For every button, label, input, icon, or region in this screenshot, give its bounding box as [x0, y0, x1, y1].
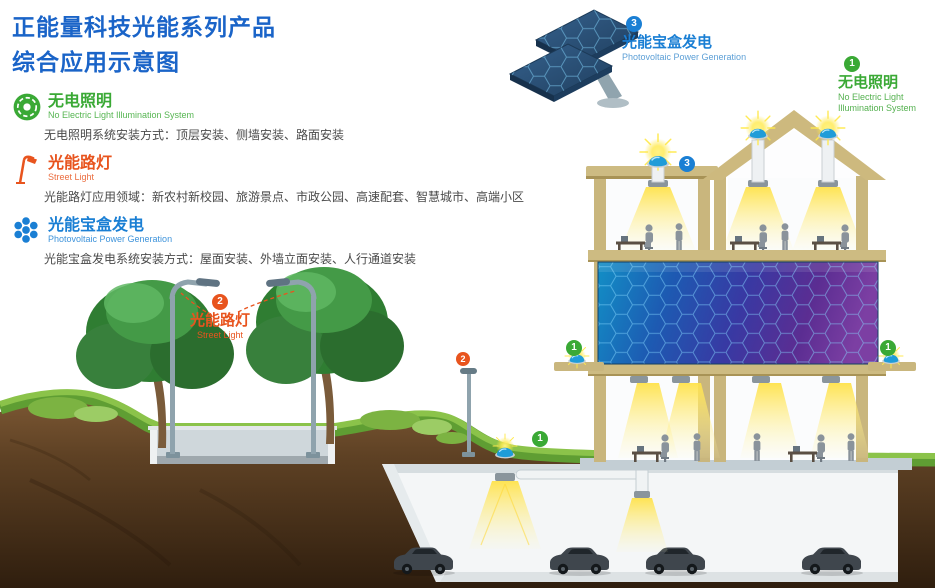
pathway-skylight [492, 433, 518, 460]
light-duct [515, 469, 649, 480]
marker-no-electric-left: 1 [566, 340, 582, 356]
sun-glow [740, 110, 776, 146]
street-callout-title: 光能路灯 [189, 312, 250, 329]
marker-no-electric-right: 1 [880, 340, 896, 356]
lower-slab [588, 364, 886, 376]
street-light [166, 278, 220, 458]
legend-head: 无电照明 No Electric Light Illumination Syst… [48, 93, 652, 121]
street-callout-subtitle: Street Light [196, 330, 244, 340]
bush [74, 406, 118, 422]
no-electric-light-icon [12, 92, 42, 122]
legend: 无电照明 No Electric Light Illumination Syst… [12, 92, 652, 278]
ceiling-light-fixture [630, 376, 648, 383]
foundation [580, 458, 912, 470]
bush [436, 432, 468, 444]
pv-callout-title: 光能宝盒发电 [622, 34, 713, 51]
page-title: 正能量科技光能系列产品 综合应用示意图 [12, 10, 276, 80]
callout-photovoltaic: 3 光能宝盒发电 Photovoltaic Power Generation [622, 16, 746, 63]
page-title-line1: 正能量科技光能系列产品 [12, 14, 276, 40]
legend-title: 光能路灯 [48, 155, 113, 172]
legend-description: 光能路灯应用领域：新农村新校园、旅游景点、市政公园、高速配套、智慧城市、高端小区 [44, 190, 525, 204]
ceiling-light-fixture [822, 376, 840, 383]
lamp-head [195, 278, 220, 287]
no-electric-number-badge: 1 [844, 56, 860, 72]
legend-title: 无电照明 [48, 93, 113, 110]
callout-street-light: 2 光能路灯 Street Light [172, 294, 268, 341]
no-electric-callout-subtitle1: No Electric Light [838, 92, 904, 102]
page-title-line2: 综合应用示意图 [12, 49, 180, 75]
leader-lines [180, 290, 296, 313]
light-tube [751, 139, 765, 183]
light-tube [821, 139, 835, 183]
ceiling-light-fixture [752, 376, 770, 383]
legend-item-photovoltaic: 光能宝盒发电 Photovoltaic Power Generation 光能宝… [12, 216, 652, 267]
legend-head: 光能宝盒发电 Photovoltaic Power Generation [48, 217, 652, 245]
ceiling-light-fixture [672, 376, 690, 383]
tunnel-skylight-system [469, 469, 668, 552]
light-cone [469, 481, 541, 549]
light-cone [722, 187, 794, 251]
bush [28, 397, 88, 419]
legend-description: 光能宝盒发电系统安装方式：屋面安装、外墙立面安装、人行通道安装 [44, 252, 417, 266]
light-cone [810, 383, 870, 458]
photovoltaic-icon [12, 216, 42, 246]
legend-subtitle: Street Light [48, 172, 95, 182]
pathway-light-pole [460, 368, 477, 457]
building [554, 110, 916, 470]
sun-glow [810, 110, 846, 146]
legend-subtitle: Photovoltaic Power Generation [48, 234, 173, 244]
gable-roof [702, 110, 886, 180]
no-electric-callout-title: 无电照明 [838, 74, 899, 91]
legend-item-street-light: 光能路灯 Street Light 光能路灯应用领域：新农村新校园、旅游景点、市… [12, 154, 652, 205]
tunnel-light-fixture [634, 491, 650, 498]
solar-panel-cluster [508, 9, 640, 108]
light-cone [616, 498, 668, 552]
legend-title: 光能宝盒发电 [48, 217, 145, 234]
marker-street-pathway: 2 [456, 352, 470, 366]
pv-number-badge: 3 [626, 16, 642, 32]
bush [412, 419, 452, 435]
street-number-badge: 2 [212, 294, 228, 310]
street-trench [148, 426, 337, 464]
ledge [868, 362, 916, 371]
callout-no-electric-light: 1 无电照明 No Electric Light Illumination Sy… [838, 56, 916, 114]
tunnel-light-fixture [495, 473, 515, 481]
pv-callout-subtitle: Photovoltaic Power Generation [622, 52, 747, 62]
street-light [266, 278, 320, 458]
marker-pv-roof: 3 [679, 156, 695, 172]
legend-head: 光能路灯 Street Light [48, 155, 652, 183]
mid-slab [588, 250, 886, 262]
bush [360, 410, 420, 430]
light-cone [660, 383, 720, 458]
marker-no-electric-tunnel: 1 [532, 431, 548, 447]
lamp-head [266, 278, 291, 287]
street-light-icon [12, 154, 42, 184]
legend-item-no-electric-light: 无电照明 No Electric Light Illumination Syst… [12, 92, 652, 143]
lamp-head [460, 368, 477, 374]
ledge [554, 362, 604, 371]
legend-description: 无电照明系统安装方式：顶层安装、侧墙安装、路面安装 [44, 128, 345, 142]
no-electric-callout-subtitle2: Illumination System [838, 103, 917, 113]
legend-subtitle: No Electric Light Illumination System [48, 110, 195, 120]
